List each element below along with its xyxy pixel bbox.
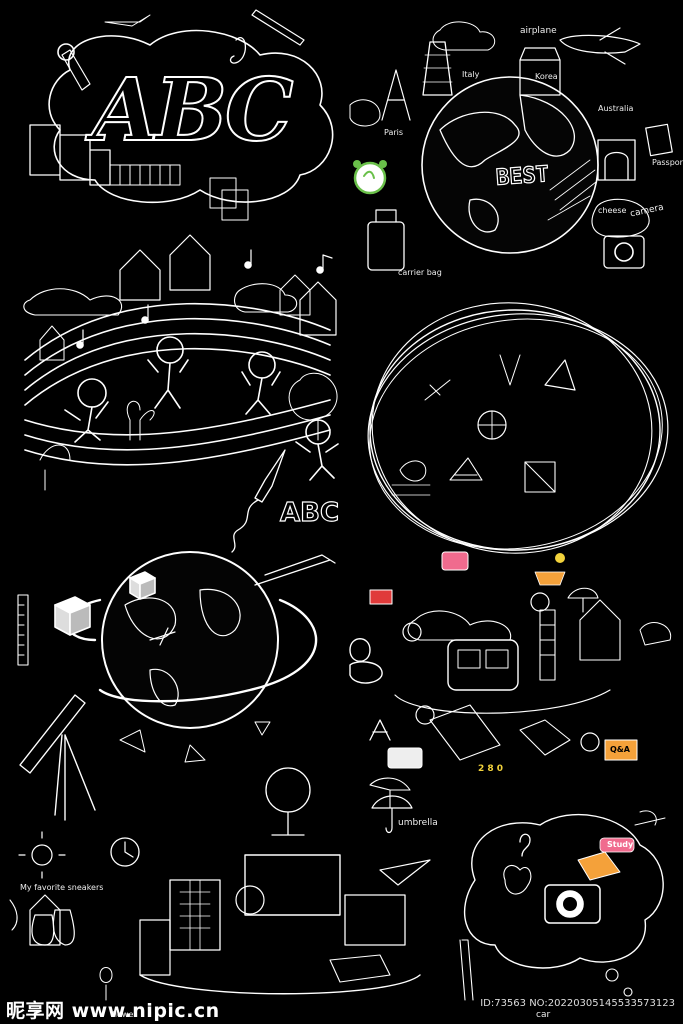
italy-label: Italy <box>462 70 480 79</box>
airplane-label: airplane <box>520 26 557 36</box>
ringed-planet-doodle <box>66 551 336 729</box>
paris-label: Paris <box>384 128 404 137</box>
sneakers-label: My favorite sneakers <box>20 883 104 892</box>
abc-title-lettering: ABC <box>91 59 294 162</box>
dice-cube-icon <box>54 571 156 636</box>
telescope-ruler-doodle <box>17 594 311 946</box>
abc-small-lettering: ABC <box>279 497 340 528</box>
rocket-doodle <box>231 449 286 553</box>
watermark-id: ID:73563 NO:20220305145533573123 <box>480 998 675 1009</box>
study-label: Study <box>607 840 634 849</box>
alarm-clock-icon <box>353 160 387 195</box>
qa-sticker-label: Q&A <box>610 745 630 754</box>
kids-music-staff-doodle <box>23 234 339 491</box>
korea-label: Korea <box>535 72 558 81</box>
car-label: car <box>536 1010 551 1020</box>
carrier-bag-label: carrier bag <box>398 268 442 277</box>
colored-stickers <box>369 551 638 769</box>
umbrella-label: umbrella <box>398 818 438 828</box>
school-scene-doodle <box>349 587 672 809</box>
australia-label: Australia <box>598 104 634 113</box>
flower-label: flower <box>112 1010 137 1019</box>
city-skyline-doodle <box>139 854 431 995</box>
numbers-label: 2 8 0 <box>478 764 504 774</box>
thought-bubble-camera <box>463 810 666 997</box>
best-globe-label: BEST <box>495 162 551 192</box>
cheese-label: cheese <box>598 206 627 215</box>
sneakers-umbrella-doodle <box>9 795 474 1001</box>
passport-label: Passport <box>652 158 683 167</box>
abc-cloud-doodle <box>29 9 334 221</box>
math-scribble-circle <box>367 302 669 554</box>
watermark-site: 昵享网 www.nipic.cn <box>6 1000 220 1022</box>
travel-globe-doodle <box>349 21 673 271</box>
